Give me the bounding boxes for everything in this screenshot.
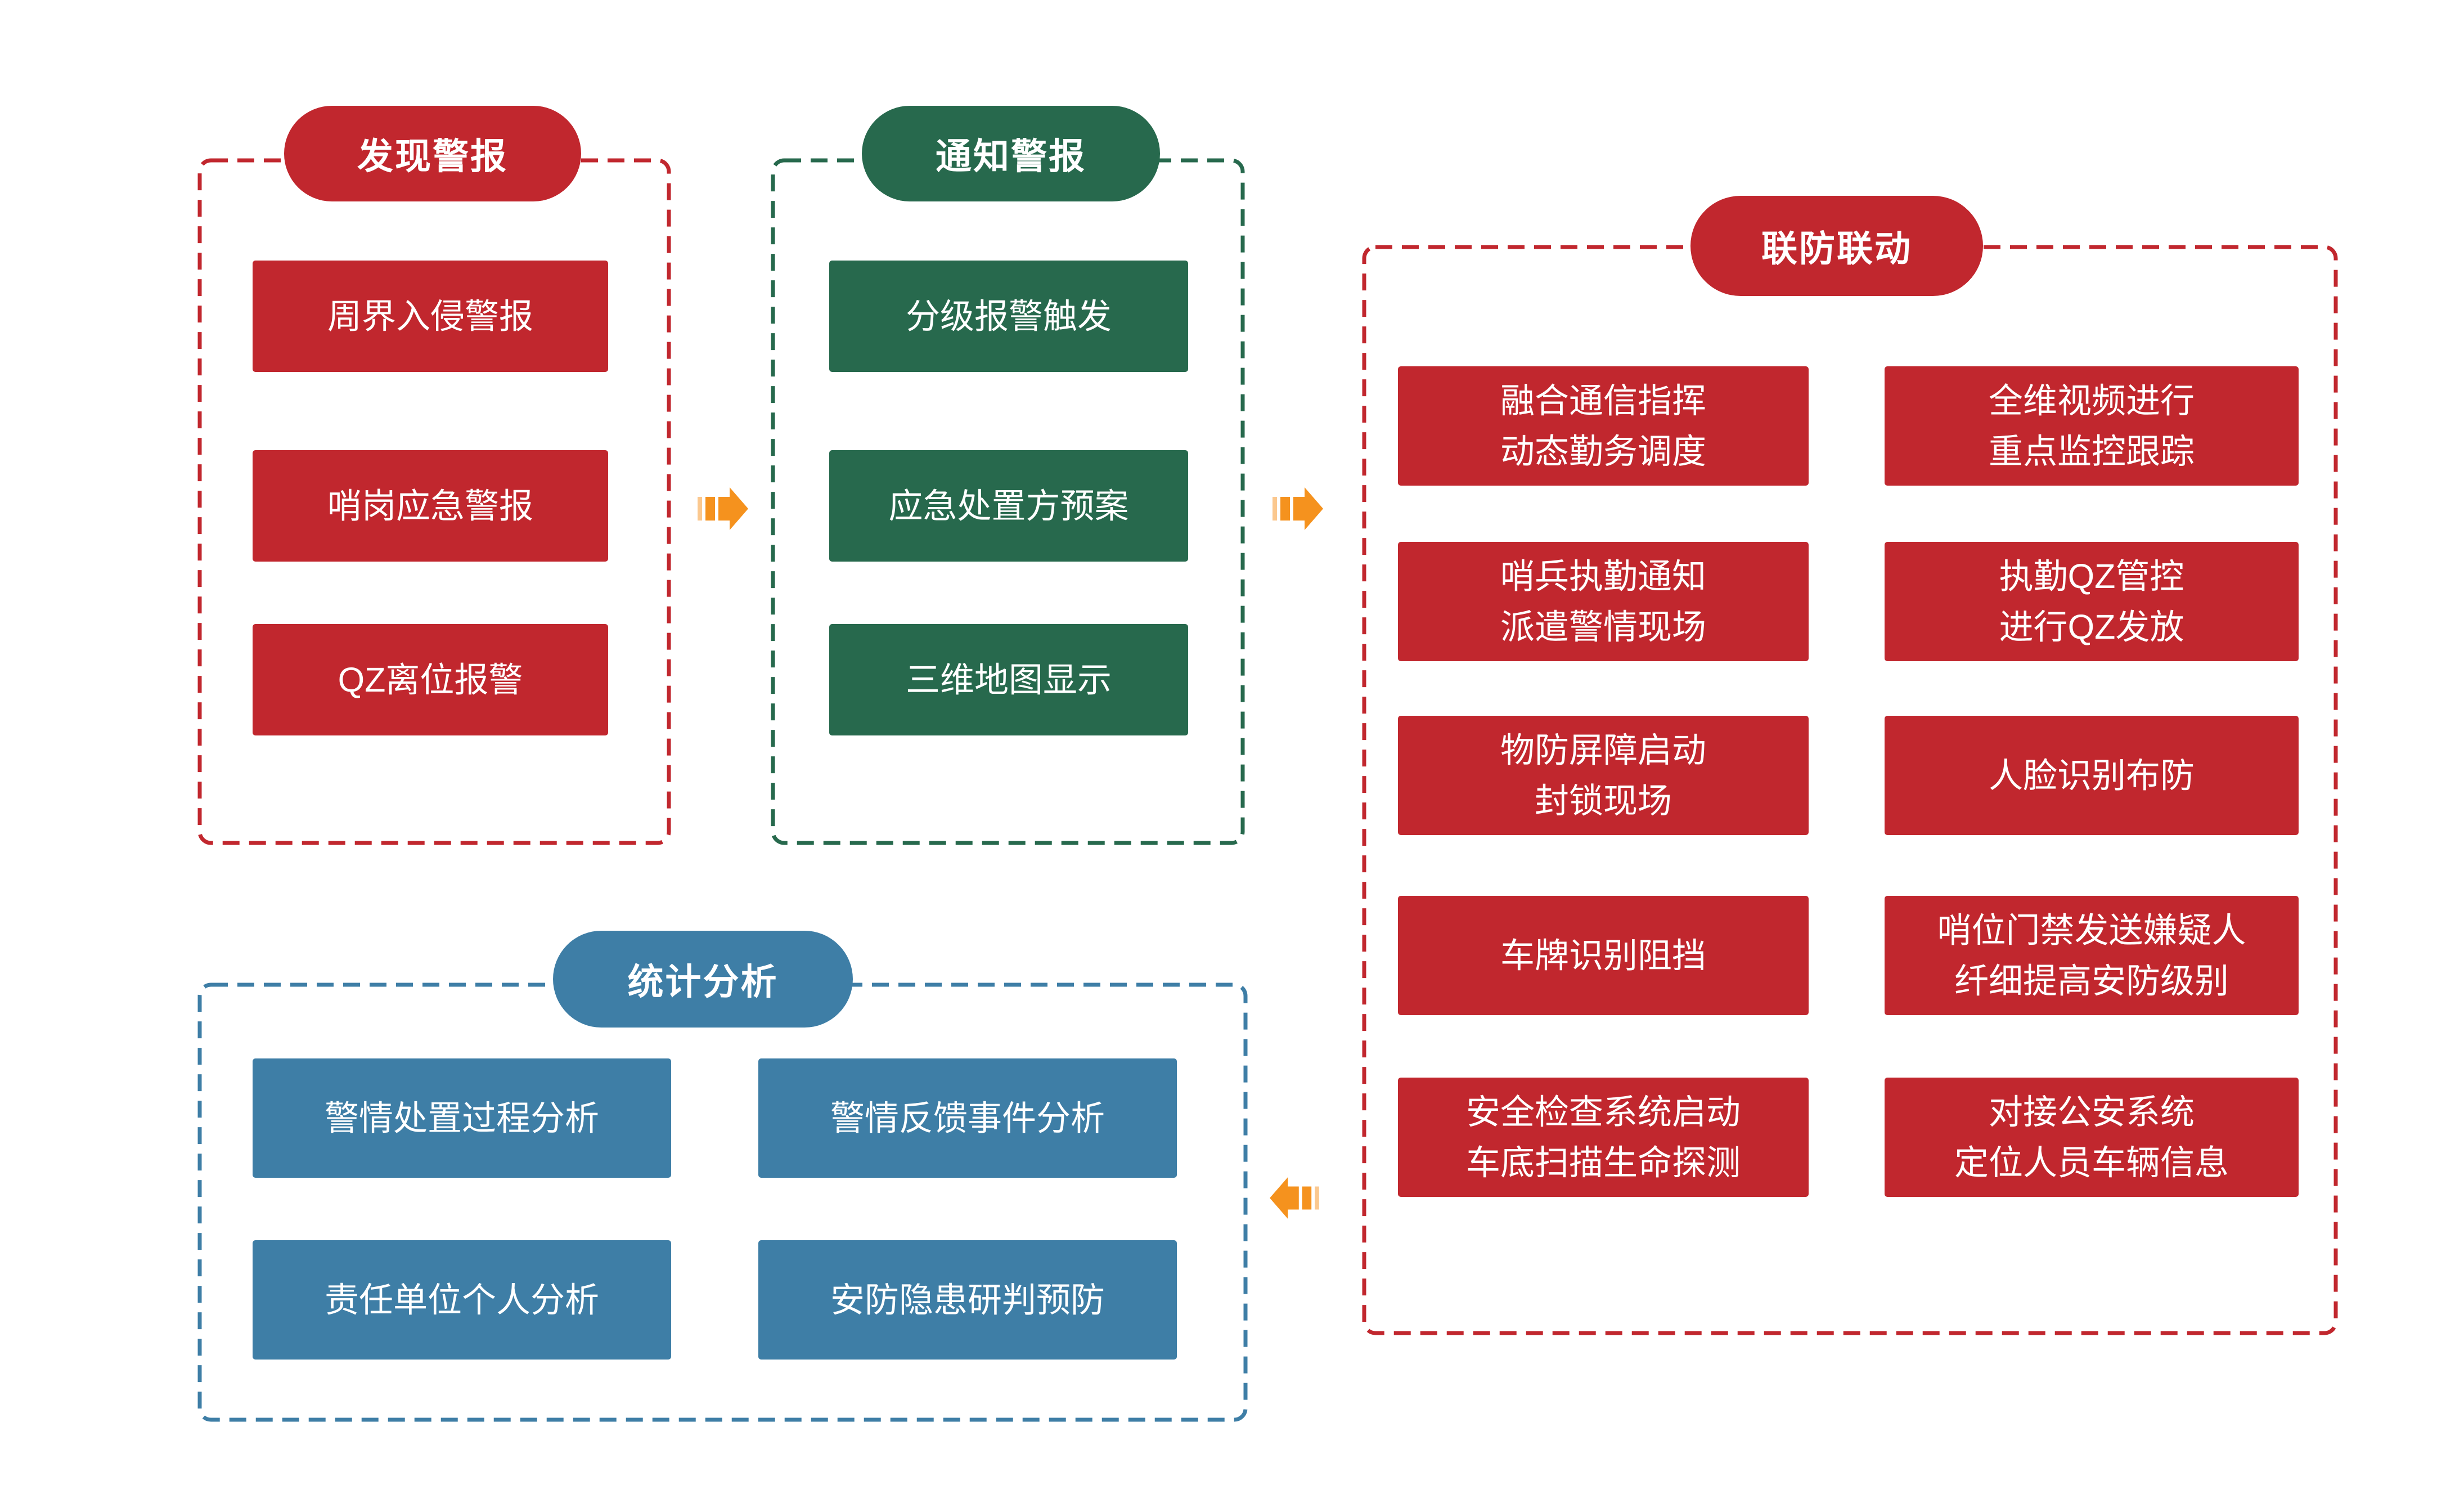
flow-node: 安全检查系统启动 车底扫描生命探测 — [1398, 1078, 1809, 1197]
section-title-pill: 通知警报 — [862, 106, 1160, 201]
flow-node: 人脸识别布防 — [1885, 716, 2299, 835]
section-title-pill: 联防联动 — [1690, 196, 1983, 296]
arrow-right-icon — [698, 487, 748, 530]
flow-node: 全维视频进行 重点监控跟踪 — [1885, 366, 2299, 486]
flow-node: 哨岗应急警报 — [253, 450, 608, 562]
section-title-pill: 统计分析 — [553, 931, 853, 1028]
flow-node: 应急处置方预案 — [829, 450, 1188, 562]
flow-node: 执勤QZ管控 进行QZ发放 — [1885, 542, 2299, 661]
section-notify-alarm: 通知警报 分级报警触发 应急处置方预案 三维地图显示 — [771, 106, 1245, 845]
flow-node: QZ离位报警 — [253, 624, 608, 735]
section-joint-defense: 联防联动 融合通信指挥 动态勤务调度 全维视频进行 重点监控跟踪 哨兵执勤通知 … — [1362, 196, 2338, 1335]
flow-node: 分级报警触发 — [829, 261, 1188, 372]
flow-node: 安防隐患研判预防 — [758, 1240, 1177, 1360]
arrow-right-icon — [1273, 487, 1323, 530]
section-statistical-analysis: 统计分析 警情处置过程分析 警情反馈事件分析 责任单位个人分析 安防隐患研判预防 — [197, 931, 1248, 1422]
dashed-border — [1362, 245, 2338, 1335]
flow-node: 责任单位个人分析 — [253, 1240, 671, 1360]
flow-node: 对接公安系统 定位人员车辆信息 — [1885, 1078, 2299, 1197]
flow-node: 哨兵执勤通知 派遣警情现场 — [1398, 542, 1809, 661]
flow-node: 车牌识别阻挡 — [1398, 896, 1809, 1015]
flow-node: 物防屏障启动 封锁现场 — [1398, 716, 1809, 835]
flow-node: 周界入侵警报 — [253, 261, 608, 372]
flow-node: 融合通信指挥 动态勤务调度 — [1398, 366, 1809, 486]
flow-node: 警情反馈事件分析 — [758, 1058, 1177, 1178]
section-discover-alarm: 发现警报 周界入侵警报 哨岗应急警报 QZ离位报警 — [197, 106, 671, 845]
section-title-pill: 发现警报 — [284, 106, 581, 201]
arrow-left-icon — [1270, 1177, 1319, 1219]
flow-node: 警情处置过程分析 — [253, 1058, 671, 1178]
flow-node: 哨位门禁发送嫌疑人 纤细提高安防级别 — [1885, 896, 2299, 1015]
flow-node: 三维地图显示 — [829, 624, 1188, 735]
